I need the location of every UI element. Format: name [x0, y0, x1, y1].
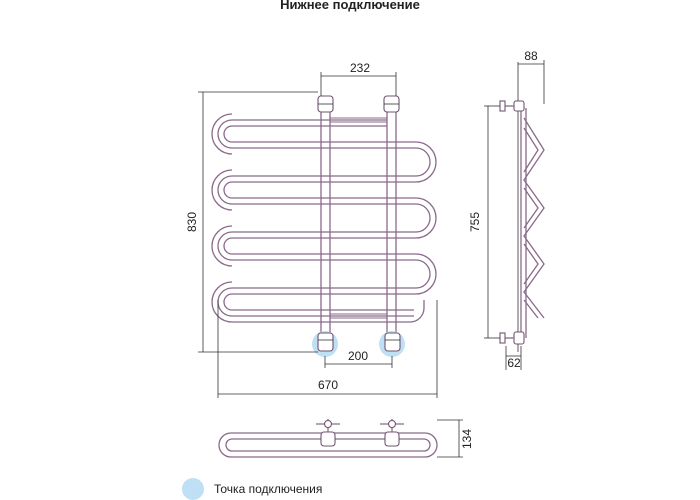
side-bottom-bracket: [499, 331, 525, 345]
legend-label: Точка подключения: [214, 482, 322, 496]
dimension-bottom-view-depth: 134: [437, 419, 474, 458]
dimension-overall-width-label: 670: [318, 378, 338, 392]
dimension-axis-height-label: 755: [468, 212, 482, 232]
vertical-risers: [320, 100, 397, 335]
bottom-right-fitting: [384, 332, 401, 352]
drawing-title: Нижнее подключение: [280, 0, 420, 12]
side-view: [499, 62, 545, 352]
dimension-wall-offset: 62: [505, 346, 522, 370]
bottom-view-valve-left: [316, 419, 340, 447]
dimension-bottom-view-depth-label: 134: [460, 429, 474, 449]
dimension-bottom-axis: 200: [324, 349, 393, 368]
side-zigzag: [523, 117, 545, 319]
ladder-rungs: [330, 117, 387, 319]
serpentine-tube-inner: [223, 125, 437, 311]
dimension-overall-height: 830: [185, 91, 318, 353]
dimension-depth: 88: [518, 49, 545, 104]
legend-connection-point-marker: [182, 478, 204, 500]
front-view: [211, 95, 437, 357]
dimension-overall-height-label: 830: [185, 212, 199, 232]
dimension-axis-height: 755: [468, 105, 500, 339]
dimension-overall-width: 670: [217, 300, 438, 398]
legend: Точка подключения: [182, 478, 322, 500]
top-left-fitting: [317, 95, 334, 113]
side-zigzag-inner: [523, 127, 539, 319]
dimension-depth-label: 88: [524, 49, 538, 63]
bottom-view-valve-right: [380, 419, 404, 447]
dimension-top-axis-label: 232: [350, 61, 370, 75]
serpentine-tube-outer: [217, 119, 431, 317]
bottom-view: [218, 419, 438, 458]
side-top-bracket: [499, 100, 525, 112]
dimension-wall-offset-label: 62: [507, 356, 521, 370]
top-right-fitting: [383, 95, 400, 113]
dimension-top-axis: 232: [320, 61, 397, 96]
serpentine-tube-outline: [211, 113, 425, 323]
dimension-bottom-axis-label: 200: [348, 349, 368, 363]
bottom-left-fitting: [317, 332, 334, 352]
